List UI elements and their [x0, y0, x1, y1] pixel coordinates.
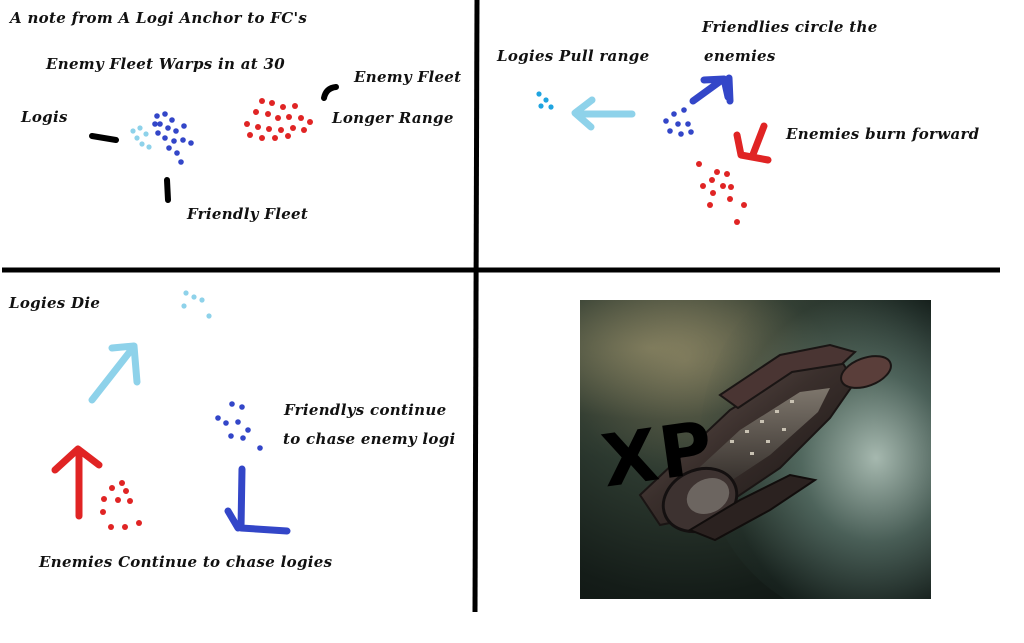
logi-pull-arrow [571, 96, 636, 131]
enemy-chase-arrow [51, 445, 103, 520]
logies-die-label: Logies Die [9, 294, 101, 312]
friendlies-circle-label-line2: enemies [704, 47, 776, 65]
spaceship-illustration [638, 343, 892, 542]
logi-cluster-top-right [536, 91, 554, 110]
spaceship-photo: XP [580, 300, 931, 599]
friendly-circle-arrow [689, 74, 734, 105]
warp-in-note: Enemy Fleet Warps in at 30 [46, 55, 285, 73]
friendly-chase-arrow [224, 465, 291, 535]
enemy-fleet-label: Enemy Fleet [354, 68, 462, 86]
enemy-burn-arrow [733, 122, 772, 164]
enemy-cluster-bottom-left [100, 480, 142, 530]
enemies-burn-forward-label: Enemies burn forward [786, 125, 980, 143]
friendlies-circle-label-line1: Friendlies circle the [702, 18, 878, 36]
enemy-fleet-mark [321, 84, 339, 101]
friendlys-continue-label-line2: to chase enemy logi [283, 430, 456, 448]
vertical-divider [472, 0, 480, 613]
longer-range-label: Longer Range [332, 109, 454, 127]
enemy-cluster-top-right [696, 161, 747, 225]
enemies-continue-label: Enemies Continue to chase logies [39, 553, 333, 571]
logis-range-mark [89, 133, 119, 143]
logies-pull-range-label: Logies Pull range [497, 47, 650, 65]
friendly-cluster-top-right [663, 107, 694, 137]
friendlys-continue-label-line1: Friendlys continue [284, 401, 447, 419]
logis-label: Logis [21, 108, 68, 126]
logi-cluster-top-left [130, 125, 152, 150]
photo-scrawl-text: XP [596, 404, 720, 504]
friendly-fleet-label: Friendly Fleet [187, 205, 309, 223]
friendly-cluster-top-left [152, 111, 194, 165]
logies-die-arrow [88, 342, 141, 404]
logi-cluster-bottom-left [181, 290, 212, 319]
friendly-fleet-mark [164, 177, 171, 203]
note-title: A note from A Logi Anchor to FC's [10, 9, 308, 27]
enemy-cluster-top-left [244, 98, 313, 141]
friendly-cluster-bottom-left [215, 401, 263, 451]
